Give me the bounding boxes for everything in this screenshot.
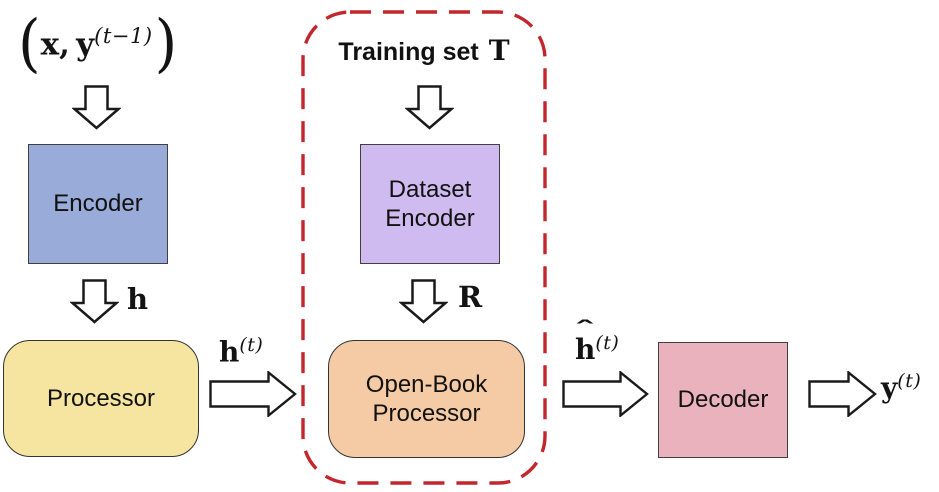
right-arrow-processor-to-openbook: [209, 371, 297, 417]
training-set-text: Training set: [338, 38, 479, 66]
open-book-processor-box: Open-Book Processor: [328, 340, 525, 458]
h-t-label: h(t): [219, 334, 264, 369]
open-book-label-line2: Processor: [372, 400, 481, 427]
decoder-box: Decoder: [658, 342, 788, 458]
close-paren: ): [154, 6, 178, 80]
h-label: h: [127, 282, 149, 316]
down-arrow-encoder-to-processor: [70, 279, 119, 324]
decoder-label: Decoder: [677, 386, 769, 414]
processor-label: Processor: [46, 384, 156, 412]
right-arrow-openbook-to-decoder: [562, 371, 649, 417]
down-arrow-trainingset-to-datasetencoder: [405, 85, 454, 130]
down-arrow-input-to-encoder: [72, 85, 121, 130]
y-t-output-label: y(t): [881, 370, 922, 405]
encoder-label: Encoder: [53, 190, 143, 218]
input-tuple-label: ( x, y(t−1) ): [18, 6, 178, 80]
training-set-symbol: T: [488, 34, 510, 67]
R-label: R: [458, 280, 483, 314]
dataset-encoder-label-line2: Encoder: [385, 205, 475, 232]
open-book-dashed-region: [301, 10, 547, 485]
training-set-label: Training set T: [303, 34, 545, 67]
dataset-encoder-box: Dataset Encoder: [360, 144, 500, 264]
down-arrow-datasetencoder-to-openbook: [399, 279, 448, 324]
input-x: x, y(t−1): [40, 23, 153, 63]
encoder-box: Encoder: [28, 144, 168, 264]
dataset-encoder-label-line1: Dataset: [388, 175, 472, 203]
open-paren: (: [18, 6, 41, 80]
processor-box: Processor: [3, 340, 199, 457]
hat-accent: ˆ: [573, 316, 597, 343]
open-book-label-line1: Open-Book: [365, 370, 488, 398]
right-arrow-decoder-to-output: [808, 371, 877, 417]
